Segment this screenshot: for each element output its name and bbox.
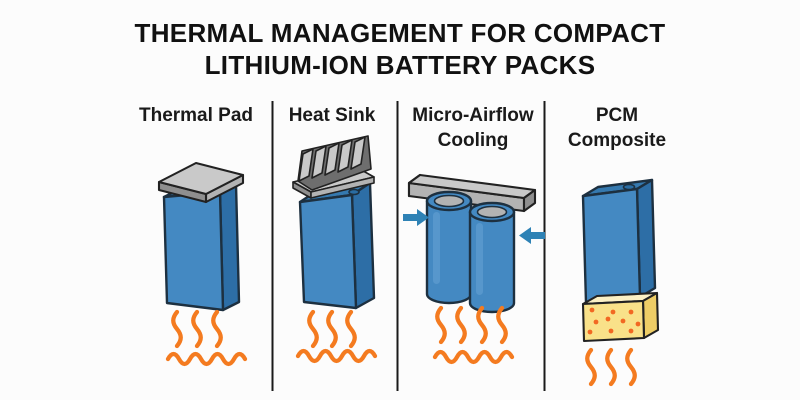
terminal-icon — [622, 183, 636, 191]
airflow-arrow-right-icon — [519, 227, 545, 244]
heat-sink-illustration — [292, 135, 378, 364]
heat-sink — [292, 135, 375, 199]
battery-cell — [581, 178, 657, 305]
panel-label-micro-airflow-cooling: Micro-Airflow Cooling — [412, 105, 534, 152]
page-title-line2: LITHIUM-ION BATTERY PACKS — [204, 49, 596, 80]
page-title: THERMAL MANAGEMENT FOR COMPACT LITHIUM-I… — [0, 18, 800, 81]
battery-cell — [298, 181, 376, 310]
terminal-icon — [348, 188, 360, 196]
pcm-composite-illustration — [581, 178, 660, 387]
heat-waves-icon — [165, 309, 248, 367]
heat-waves-icon — [585, 347, 637, 387]
micro-airflow-illustration — [403, 173, 545, 365]
pcm-dots — [587, 307, 641, 335]
airflow-arrow-left-icon — [403, 209, 429, 226]
cylindrical-cell — [425, 190, 473, 305]
panel-label-pcm-composite: PCM Composite — [567, 105, 667, 152]
heat-waves-icon — [295, 309, 378, 364]
panel-label-heat-sink: Heat Sink — [288, 105, 376, 126]
page-title-line1: THERMAL MANAGEMENT FOR COMPACT — [134, 18, 666, 48]
battery-cell — [162, 182, 241, 312]
cylindrical-cell — [468, 201, 516, 314]
thermal-pad-illustration — [157, 161, 248, 367]
panel-label-thermal-pad: Thermal Pad — [138, 105, 254, 126]
thermal-pad — [157, 161, 245, 204]
pcm-block — [581, 291, 660, 343]
heat-waves-icon — [432, 305, 515, 365]
